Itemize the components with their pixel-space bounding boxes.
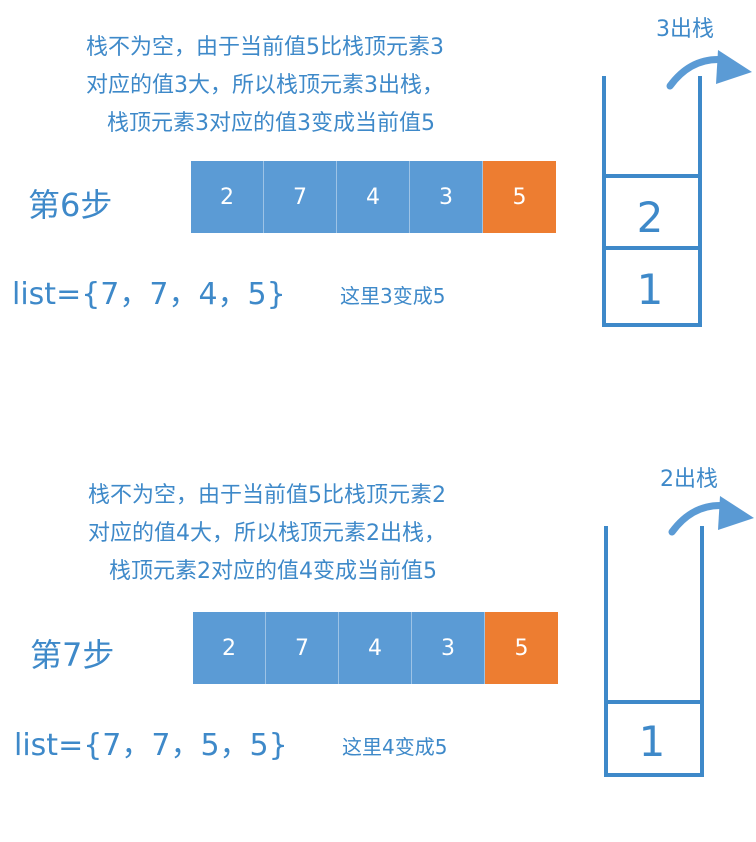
stack-diagram: 1 <box>604 496 754 777</box>
step-6-panel: 栈不为空，由于当前值5比栈顶元素3 对应的值3大，所以栈顶元素3出栈， 栈顶元素… <box>0 0 756 390</box>
array-cell: 4 <box>337 161 410 233</box>
array-cell-current: 5 <box>483 161 556 233</box>
step-title: 第7步 <box>30 636 115 674</box>
array-cell: 2 <box>191 161 264 233</box>
stack-item-2: 2 <box>637 193 664 242</box>
array-row: 2 7 4 3 5 <box>193 612 558 684</box>
step-description-line-3: 栈顶元素2对应的值4变成当前值5 <box>109 559 437 584</box>
arrow-head-icon <box>716 50 752 84</box>
array-cell: 7 <box>264 161 337 233</box>
array-cell: 4 <box>339 612 412 684</box>
step-description-line-1: 栈不为空，由于当前值5比栈顶元素3 <box>86 35 444 60</box>
pop-label: 3出栈 <box>656 17 714 42</box>
array-cell: 3 <box>410 161 483 233</box>
step-title: 第6步 <box>28 186 113 224</box>
stack-item-1: 1 <box>639 717 666 766</box>
change-note: 这里4变成5 <box>342 735 448 759</box>
pop-label: 2出栈 <box>660 467 718 492</box>
array-cell: 7 <box>266 612 339 684</box>
stack-diagram: 1 2 <box>602 50 752 327</box>
array-cell: 2 <box>193 612 266 684</box>
list-text: list={7，7，5，5} <box>14 728 288 763</box>
stack-item-1: 1 <box>637 265 664 314</box>
step-description-line-1: 栈不为空，由于当前值5比栈顶元素2 <box>88 483 446 508</box>
array-row: 2 7 4 3 5 <box>191 161 556 233</box>
list-text: list={7，7，4，5} <box>12 277 286 312</box>
step-description-line-2: 对应的值4大，所以栈顶元素2出栈， <box>88 521 446 546</box>
step-description-line-2: 对应的值3大，所以栈顶元素3出栈， <box>86 73 444 98</box>
change-note: 这里3变成5 <box>340 284 446 308</box>
array-cell: 3 <box>412 612 485 684</box>
arrow-head-icon <box>718 496 754 530</box>
step-7-panel: 栈不为空，由于当前值5比栈顶元素2 对应的值4大，所以栈顶元素2出栈， 栈顶元素… <box>0 452 756 842</box>
array-cell-current: 5 <box>485 612 558 684</box>
step-description-line-3: 栈顶元素3对应的值3变成当前值5 <box>107 111 435 136</box>
